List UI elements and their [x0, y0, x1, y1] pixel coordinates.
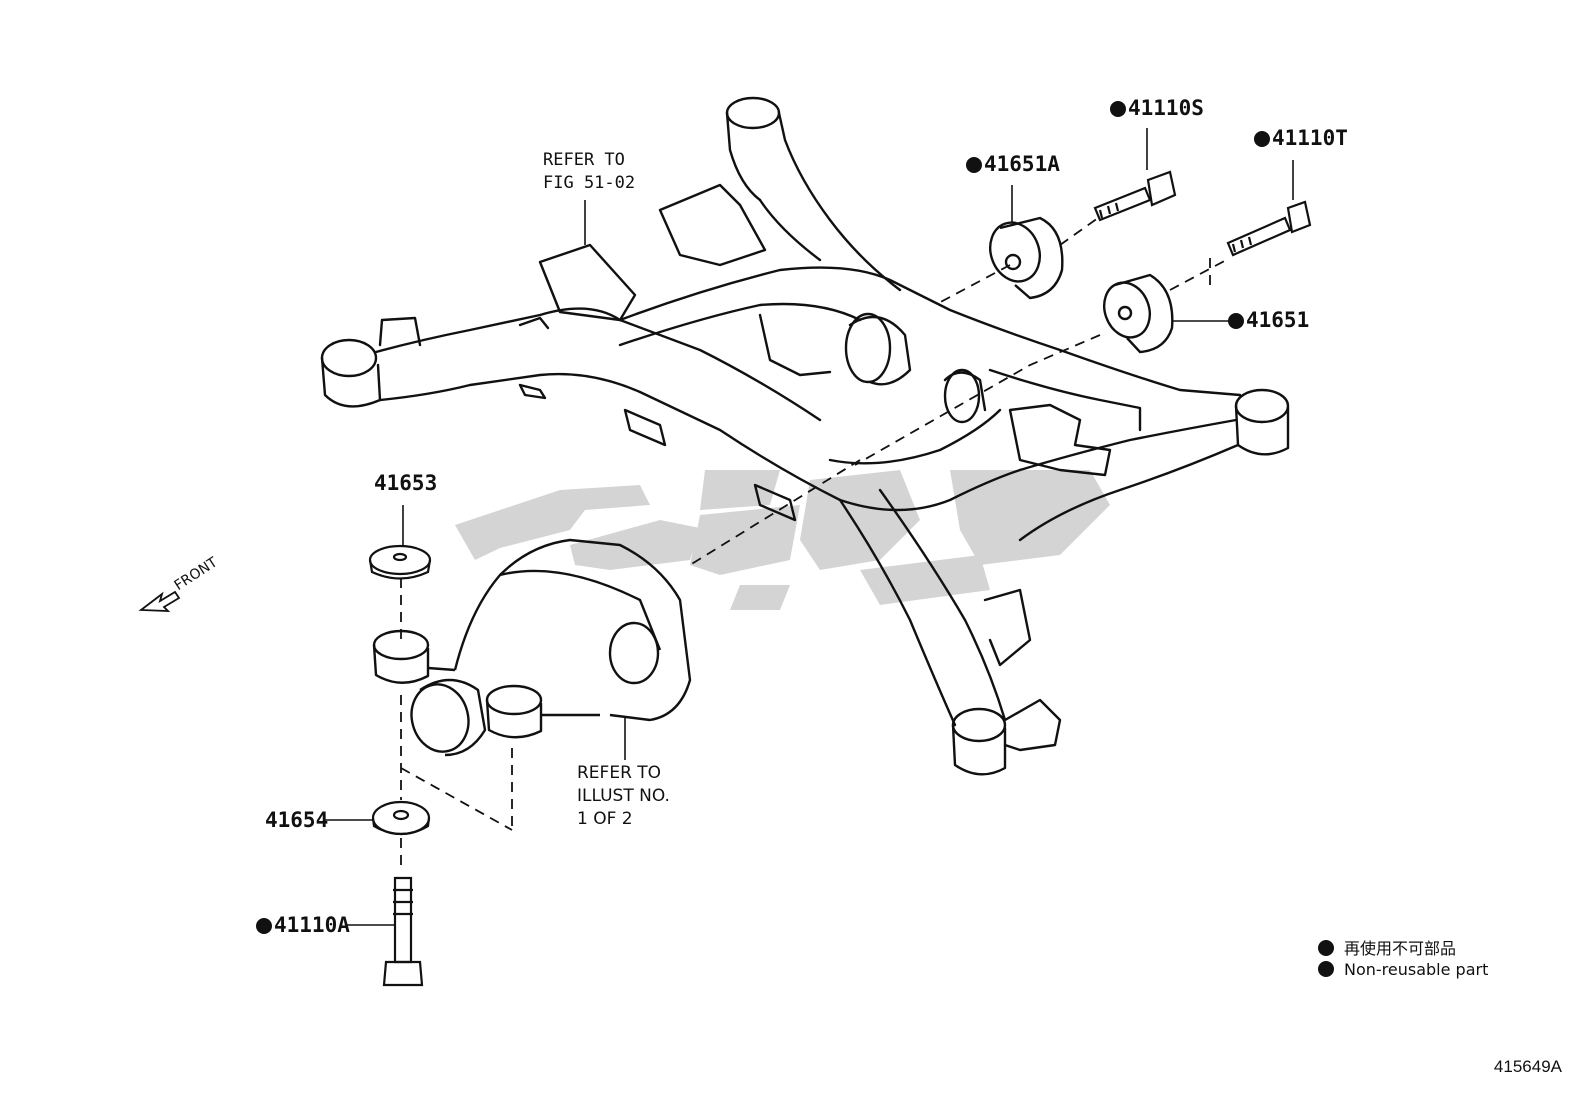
non-reusable-dot-icon [1254, 131, 1270, 147]
non-reusable-dot-icon [1110, 101, 1126, 117]
non-reusable-dot-icon [1318, 940, 1334, 956]
bolt-41110a [382, 876, 424, 987]
non-reusable-dot-icon [1228, 313, 1244, 329]
differential-outline [372, 538, 692, 757]
non-reusable-dot-icon [1318, 961, 1334, 977]
non-reusable-dot-icon [966, 157, 982, 173]
bolt-41110t [1226, 200, 1312, 257]
front-arrow-icon [138, 590, 181, 612]
bushing-41651 [1103, 273, 1174, 354]
figure-id: 415649A [1493, 1057, 1562, 1076]
note-refer-fig: REFER TO FIG 51-02 [543, 150, 636, 193]
leader-lines [325, 128, 1294, 926]
washer-41653 [368, 544, 432, 580]
label-41653: 41653 [374, 471, 438, 495]
watermark [455, 470, 1110, 610]
legend-jp: 再使用不可部品 [1318, 935, 1456, 959]
assembly-dashes [400, 217, 1231, 872]
legend-en: Non-reusable part [1318, 960, 1488, 979]
label-41110t: 41110T [1254, 127, 1348, 149]
non-reusable-dot-icon [256, 918, 272, 934]
bushing-41651a [989, 216, 1064, 300]
bolt-41110s [1093, 170, 1177, 222]
label-41651: 41651 [1228, 309, 1309, 331]
label-41110a: 41110A [256, 914, 350, 936]
label-41651a: 41651A [966, 153, 1060, 175]
note-refer-illust: REFER TO ILLUST NO. 1 OF 2 [577, 763, 670, 829]
label-41654: 41654 [265, 808, 329, 832]
washer-41654 [371, 800, 431, 836]
label-41110s: 41110S [1110, 97, 1204, 119]
subframe-outline [320, 96, 1290, 776]
